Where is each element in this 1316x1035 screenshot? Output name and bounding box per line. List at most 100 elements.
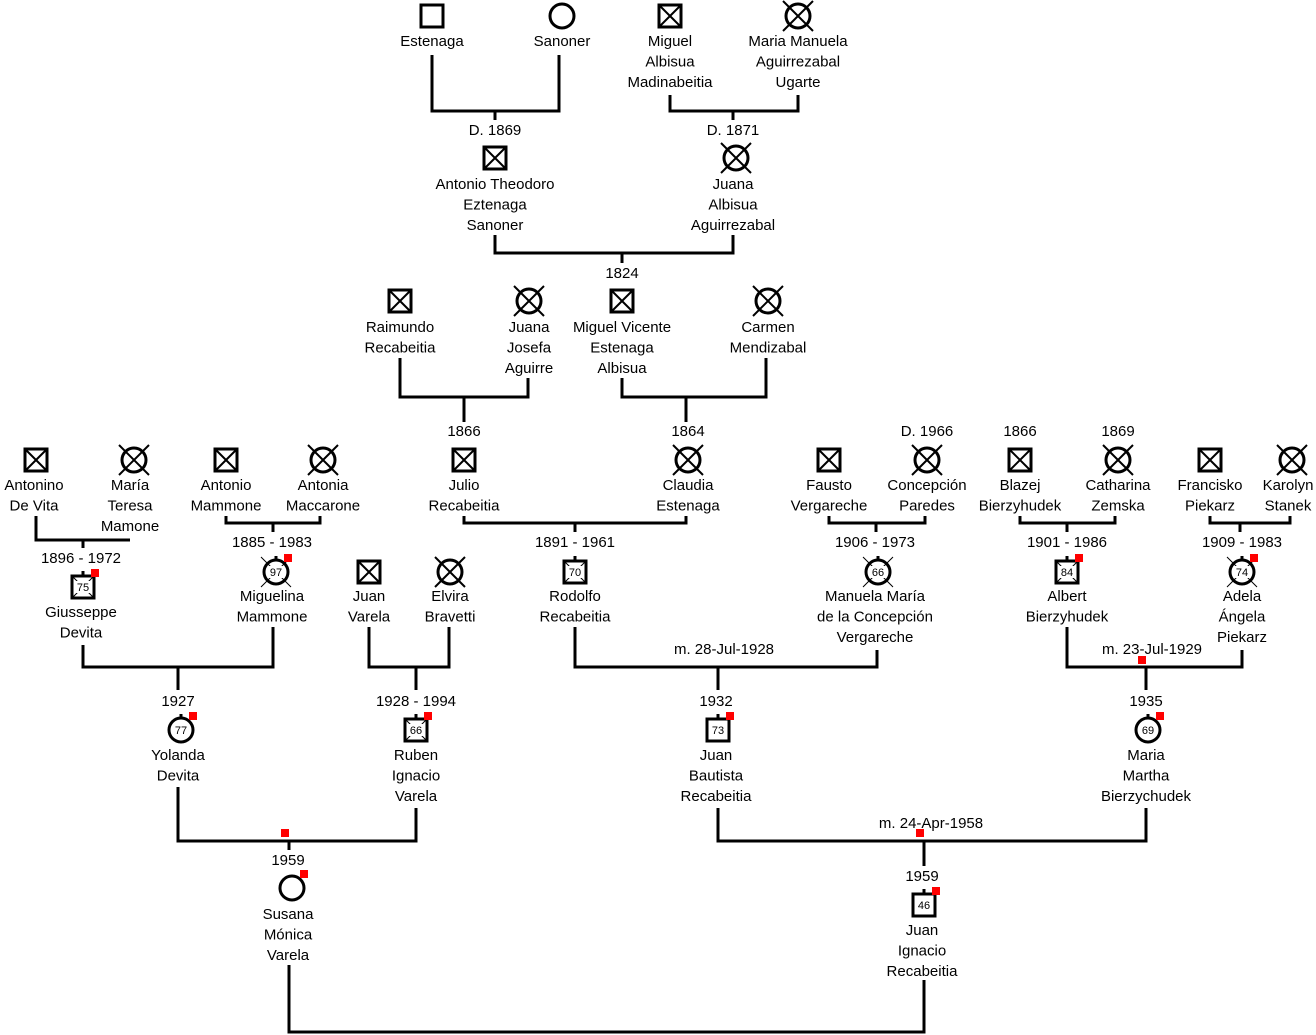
female-circle-deceased-icon[interactable]: 74 bbox=[1226, 554, 1258, 588]
male-square-deceased-icon[interactable] bbox=[1197, 447, 1223, 473]
male-square-deceased-icon[interactable] bbox=[482, 145, 508, 171]
female-circle-deceased-icon[interactable] bbox=[752, 285, 784, 317]
male-square-deceased-icon[interactable]: 84 bbox=[1054, 554, 1083, 585]
male-square-deceased-icon[interactable]: 75 bbox=[70, 569, 99, 600]
person-estenaga[interactable]: Estenaga bbox=[400, 3, 464, 50]
flag-marker bbox=[189, 712, 197, 720]
female-circle-deceased-icon[interactable] bbox=[1102, 444, 1134, 476]
flag-marker bbox=[1156, 712, 1164, 720]
male-square-deceased-icon[interactable] bbox=[816, 447, 842, 473]
male-square-deceased-icon[interactable] bbox=[387, 288, 413, 314]
relationship-line bbox=[493, 235, 735, 255]
person-name-line: Sanoner bbox=[467, 217, 524, 234]
age-label: 69 bbox=[1142, 725, 1154, 737]
male-square-deceased-icon[interactable] bbox=[451, 447, 477, 473]
person-name-line: Eztenaga bbox=[463, 197, 527, 214]
person-name-line: Antonino bbox=[4, 477, 63, 494]
female-circle-deceased-icon[interactable] bbox=[720, 142, 752, 174]
person-name-line: Juana bbox=[509, 319, 551, 336]
person-name-line: Teresa bbox=[107, 498, 153, 515]
person-name-line: Josefa bbox=[507, 340, 552, 357]
person-dates: 1891 - 1961 bbox=[535, 534, 615, 551]
person-dates: 1896 - 1972 bbox=[41, 550, 121, 567]
age-label: 66 bbox=[410, 725, 422, 737]
female-circle-deceased-icon[interactable] bbox=[1276, 444, 1308, 476]
male-square-icon[interactable]: 73 bbox=[705, 712, 734, 743]
male-square-deceased-icon[interactable] bbox=[657, 3, 683, 29]
female-circle-deceased-icon[interactable]: 66 bbox=[862, 556, 894, 588]
person-name-line: Paredes bbox=[899, 498, 955, 515]
person-name-line: Varela bbox=[348, 609, 391, 626]
female-circle-icon[interactable]: 77 bbox=[167, 712, 197, 744]
male-square-icon[interactable] bbox=[419, 3, 445, 29]
female-circle-icon[interactable] bbox=[548, 2, 576, 30]
female-circle-deceased-icon[interactable] bbox=[672, 444, 704, 476]
person-sanoner[interactable]: Sanoner bbox=[534, 2, 591, 50]
female-circle-deceased-icon[interactable] bbox=[513, 285, 545, 317]
male-square-deceased-icon[interactable]: 70 bbox=[562, 556, 588, 585]
female-circle-deceased-icon[interactable] bbox=[434, 556, 466, 588]
relationship-lines bbox=[34, 55, 1292, 1034]
male-square-deceased-icon[interactable] bbox=[356, 559, 382, 585]
person-dates: D. 1871 bbox=[707, 122, 760, 139]
male-square-deceased-icon[interactable] bbox=[609, 288, 635, 314]
female-circle-deceased-icon[interactable] bbox=[307, 444, 339, 476]
male-square-deceased-icon[interactable] bbox=[213, 447, 239, 473]
female-circle-deceased-icon[interactable] bbox=[911, 444, 943, 476]
person-name-line: Miguel Vicente bbox=[573, 319, 671, 336]
male-square-deceased-icon[interactable]: 66 bbox=[403, 712, 432, 743]
female-circle-deceased-icon[interactable] bbox=[118, 444, 150, 476]
male-square-deceased-icon[interactable] bbox=[23, 447, 49, 473]
person-name-line: Albisua bbox=[597, 360, 647, 377]
male-square-icon[interactable]: 46 bbox=[911, 887, 940, 918]
person-name-line: Estenaga bbox=[400, 33, 464, 50]
person-name-line: Martha bbox=[1123, 768, 1170, 785]
relationship-line bbox=[224, 516, 322, 525]
female-circle-deceased-icon[interactable]: 97 bbox=[260, 554, 292, 588]
person-name-line: Devita bbox=[157, 768, 200, 785]
person-name-line: Sanoner bbox=[534, 33, 591, 50]
female-circle-icon[interactable] bbox=[278, 870, 308, 902]
age-label: 73 bbox=[712, 725, 724, 737]
person-name-line: Julio bbox=[449, 477, 480, 494]
person-name-line: Juan bbox=[906, 922, 939, 939]
female-circle-icon[interactable]: 69 bbox=[1134, 712, 1164, 744]
female-circle-deceased-icon[interactable] bbox=[782, 0, 814, 32]
male-square-deceased-icon[interactable] bbox=[1007, 447, 1033, 473]
